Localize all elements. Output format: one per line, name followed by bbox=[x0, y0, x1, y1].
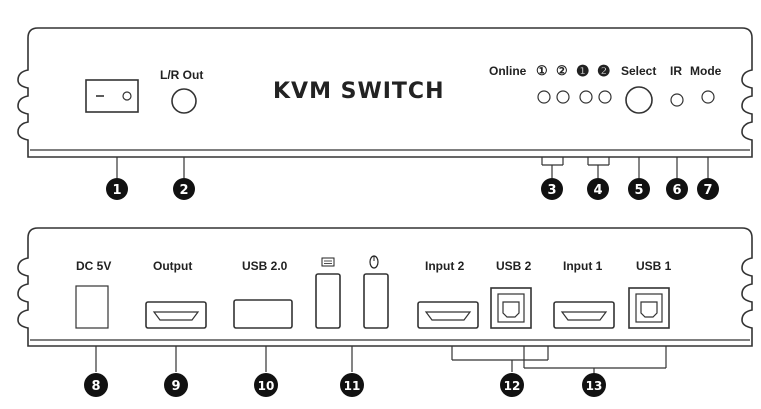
usb2-label: USB 2 bbox=[496, 259, 532, 273]
input2-hdmi-port[interactable] bbox=[417, 301, 479, 329]
callout-2: 2 bbox=[173, 178, 195, 200]
lr-out-label: L/R Out bbox=[160, 68, 203, 82]
svg-text:7: 7 bbox=[703, 183, 712, 198]
power-switch[interactable] bbox=[85, 79, 139, 113]
callout-3: 3 bbox=[541, 178, 563, 200]
front-panel: L/R Out KVM SWITCH Online ① ② ❶ ❷ Select… bbox=[17, 27, 753, 158]
input1-label: Input 1 bbox=[563, 259, 603, 273]
output-hdmi-port[interactable] bbox=[145, 301, 207, 329]
keyboard-icon bbox=[321, 257, 335, 267]
svg-text:4: 4 bbox=[593, 183, 602, 198]
svg-text:12: 12 bbox=[504, 379, 521, 393]
output-label: Output bbox=[153, 259, 192, 273]
online-led-2 bbox=[556, 90, 570, 104]
dc-jack[interactable] bbox=[75, 285, 109, 329]
input1-hdmi-port[interactable] bbox=[553, 301, 615, 329]
callout-1: 1 bbox=[106, 178, 128, 200]
usb1-b-port[interactable] bbox=[628, 287, 670, 329]
rear-panel: DC 5V Output USB 2.0 Input 2 US bbox=[17, 227, 753, 347]
callout-9: 9 bbox=[164, 373, 188, 397]
select-port-2-label: ❷ bbox=[597, 63, 610, 80]
input2-label: Input 2 bbox=[425, 259, 465, 273]
callout-6: 6 bbox=[666, 178, 688, 200]
svg-text:3: 3 bbox=[547, 183, 556, 198]
online-label: Online bbox=[489, 64, 527, 78]
rear-callout-lines bbox=[95, 346, 667, 374]
callout-10: 10 bbox=[254, 373, 278, 397]
callout-13: 13 bbox=[582, 373, 606, 397]
select-led-2 bbox=[598, 90, 612, 104]
svg-text:11: 11 bbox=[344, 379, 361, 393]
svg-text:9: 9 bbox=[171, 379, 180, 394]
usb20-port[interactable] bbox=[233, 299, 293, 329]
select-port-1-label: ❶ bbox=[576, 63, 589, 80]
svg-text:6: 6 bbox=[672, 183, 681, 198]
callout-8: 8 bbox=[84, 373, 108, 397]
callout-11: 11 bbox=[340, 373, 364, 397]
callout-12: 12 bbox=[500, 373, 524, 397]
online-port-2-label: ② bbox=[556, 63, 568, 78]
mode-button[interactable] bbox=[701, 90, 715, 104]
ir-sensor bbox=[670, 93, 684, 107]
mouse-usb-port[interactable] bbox=[363, 273, 389, 329]
front-callout-lines bbox=[116, 157, 709, 178]
svg-text:2: 2 bbox=[179, 183, 188, 198]
ir-label: IR bbox=[670, 64, 682, 78]
dc-label: DC 5V bbox=[76, 259, 111, 273]
device-title: KVM SWITCH bbox=[273, 79, 445, 104]
online-led-1 bbox=[537, 90, 551, 104]
callout-4: 4 bbox=[587, 178, 609, 200]
usb1-label: USB 1 bbox=[636, 259, 672, 273]
keyboard-usb-port[interactable] bbox=[315, 273, 341, 329]
svg-text:13: 13 bbox=[586, 379, 603, 393]
mode-label: Mode bbox=[690, 64, 722, 78]
mouse-icon bbox=[369, 255, 379, 269]
svg-text:5: 5 bbox=[634, 183, 643, 198]
lr-out-jack[interactable] bbox=[171, 88, 197, 114]
usb20-label: USB 2.0 bbox=[242, 259, 288, 273]
select-led-1 bbox=[579, 90, 593, 104]
usb2-b-port[interactable] bbox=[490, 287, 532, 329]
svg-text:8: 8 bbox=[91, 379, 100, 394]
callout-7: 7 bbox=[697, 178, 719, 200]
select-label: Select bbox=[621, 64, 656, 78]
svg-text:10: 10 bbox=[258, 379, 275, 393]
select-button[interactable] bbox=[625, 86, 653, 114]
online-port-1-label: ① bbox=[536, 63, 548, 78]
svg-text:1: 1 bbox=[112, 183, 121, 198]
callout-5: 5 bbox=[628, 178, 650, 200]
